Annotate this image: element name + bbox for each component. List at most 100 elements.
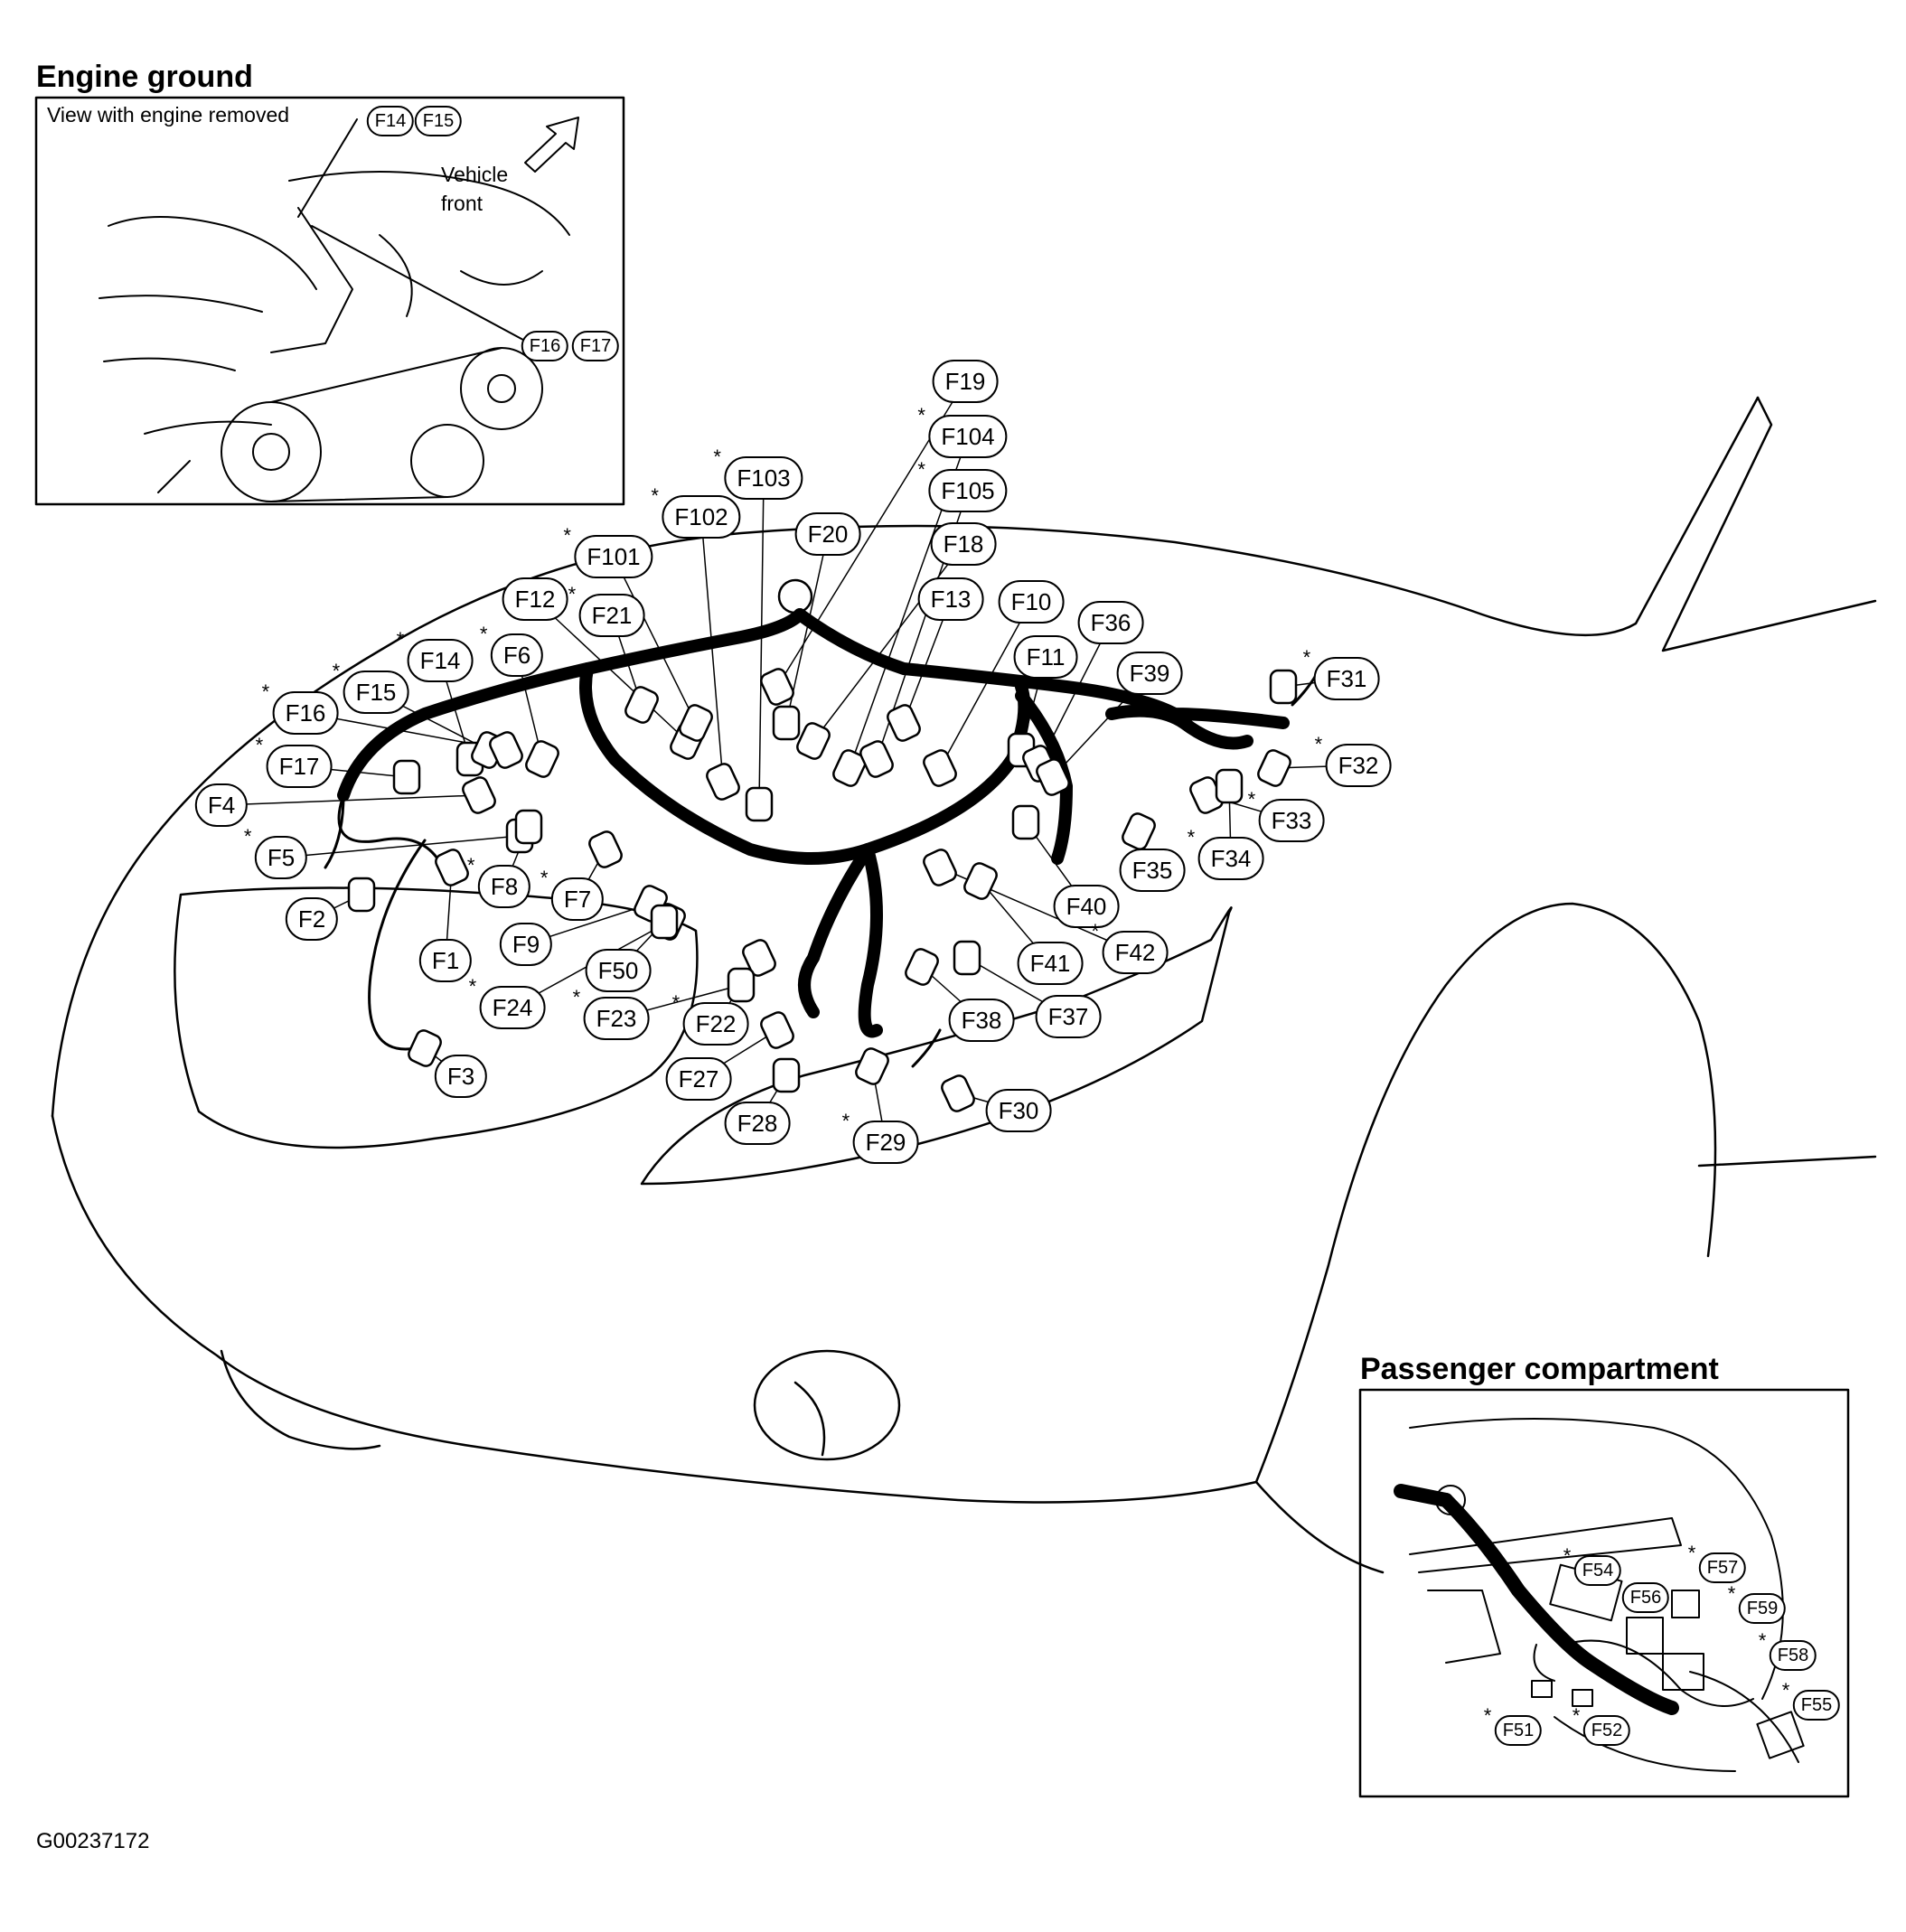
connector-body — [1269, 669, 1298, 705]
callout-f50: F50 — [585, 949, 652, 992]
connector-body — [489, 731, 523, 769]
engine-ground-art — [99, 117, 579, 502]
callout-f3: F3 — [434, 1055, 488, 1098]
connector-body — [772, 705, 801, 741]
callout-f35: F35 — [1119, 849, 1186, 892]
callout-f15: F15 — [333, 661, 409, 714]
connector-body — [588, 830, 623, 868]
callout-f102: F102 — [651, 486, 741, 539]
callout-f24: F24 — [469, 977, 546, 1029]
connector-body — [742, 939, 776, 977]
connector-body — [923, 749, 957, 787]
callout-f8: F8 — [467, 856, 531, 908]
passenger-compartment-frame — [1358, 1388, 1850, 1798]
connector-body — [953, 940, 981, 976]
callout-f28: F28 — [724, 1102, 791, 1145]
inset-callout-f14: F14 — [366, 106, 415, 136]
vehicle-front-line2: front — [441, 192, 484, 215]
callout-f101: F101 — [563, 526, 653, 578]
connector-body — [772, 1057, 801, 1093]
callout-f27: F27 — [665, 1057, 732, 1101]
leader-line — [534, 598, 688, 742]
callout-f32: F32 — [1315, 735, 1392, 787]
callout-f30: F30 — [985, 1089, 1052, 1132]
connector-body — [1011, 804, 1040, 840]
connector-body — [745, 786, 774, 822]
leader-line — [613, 556, 697, 724]
connector-body — [525, 740, 559, 778]
connector-body — [624, 686, 659, 724]
connector-body — [832, 749, 867, 787]
callout-f18: F18 — [930, 522, 997, 566]
callout-f23: F23 — [573, 988, 650, 1040]
callout-f11: F11 — [1013, 635, 1078, 679]
callout-f13: F13 — [917, 577, 984, 621]
callout-f21: F21 — [568, 585, 645, 637]
callout-f1: F1 — [418, 939, 473, 982]
callout-f33: F33 — [1248, 790, 1325, 842]
callout-f31: F31 — [1303, 648, 1380, 700]
connector-body — [1215, 768, 1244, 804]
callout-f19: F19 — [932, 360, 999, 403]
callout-f105: F105 — [917, 460, 1008, 512]
connector-shapes — [347, 668, 1298, 1112]
thin-wires — [324, 667, 1321, 1068]
engine-ground-title: Engine ground — [36, 60, 253, 94]
connector-body — [514, 809, 543, 845]
callout-f20: F20 — [794, 512, 861, 556]
connector-body — [1036, 758, 1070, 796]
callout-f9: F9 — [499, 923, 553, 966]
callout-f40: F40 — [1053, 885, 1120, 928]
connector-body — [727, 967, 756, 1003]
callout-f10: F10 — [998, 580, 1065, 624]
inset-callout-f17: F17 — [571, 331, 620, 361]
engine-ground-frame — [34, 96, 625, 506]
callout-f39: F39 — [1116, 652, 1183, 695]
connector-body — [859, 740, 894, 778]
callout-f52: F52 — [1573, 1706, 1631, 1746]
view-note: View with engine removed — [47, 103, 290, 127]
callout-f5: F5 — [244, 827, 308, 879]
connector-body — [650, 904, 679, 940]
callout-f37: F37 — [1035, 995, 1102, 1038]
callout-f103: F103 — [713, 447, 803, 500]
car-body-outline — [51, 396, 1877, 1574]
leader-line — [939, 601, 1032, 769]
connector-body — [905, 948, 939, 986]
leader-line — [758, 477, 765, 805]
callout-f58: F58 — [1759, 1631, 1817, 1671]
callout-f42: F42 — [1092, 922, 1169, 974]
callout-f22: F22 — [672, 993, 749, 1046]
figure-code: G00237172 — [36, 1829, 150, 1853]
callout-f12: F12 — [502, 577, 568, 621]
passenger-compartment-title: Passenger compartment — [1360, 1352, 1719, 1386]
callout-f29: F29 — [842, 1111, 919, 1164]
callout-f36: F36 — [1077, 601, 1144, 644]
connector-body — [1257, 749, 1291, 787]
callout-f34: F34 — [1188, 828, 1264, 880]
callout-f14: F14 — [397, 630, 474, 682]
callout-f104: F104 — [917, 406, 1008, 458]
connector-body — [435, 849, 469, 886]
callout-f54: F54 — [1563, 1546, 1622, 1586]
connector-body — [462, 776, 496, 814]
callout-f55: F55 — [1782, 1681, 1841, 1721]
connector-body — [760, 1011, 794, 1049]
connector-body — [1122, 812, 1156, 850]
callout-f51: F51 — [1484, 1706, 1543, 1746]
callout-f38: F38 — [948, 999, 1015, 1042]
connector-body — [963, 862, 998, 900]
connector-body — [679, 704, 713, 742]
callout-f57: F57 — [1688, 1543, 1747, 1583]
connector-body — [706, 763, 740, 801]
connector-body — [408, 1029, 442, 1067]
callout-f41: F41 — [1017, 942, 1084, 985]
inset-callout-f16: F16 — [521, 331, 569, 361]
leader-line — [221, 794, 480, 806]
connector-body — [796, 722, 831, 760]
leader-line — [1038, 622, 1112, 764]
connector-body — [855, 1047, 889, 1085]
leader-line — [700, 516, 724, 783]
connector-body — [941, 1074, 975, 1112]
